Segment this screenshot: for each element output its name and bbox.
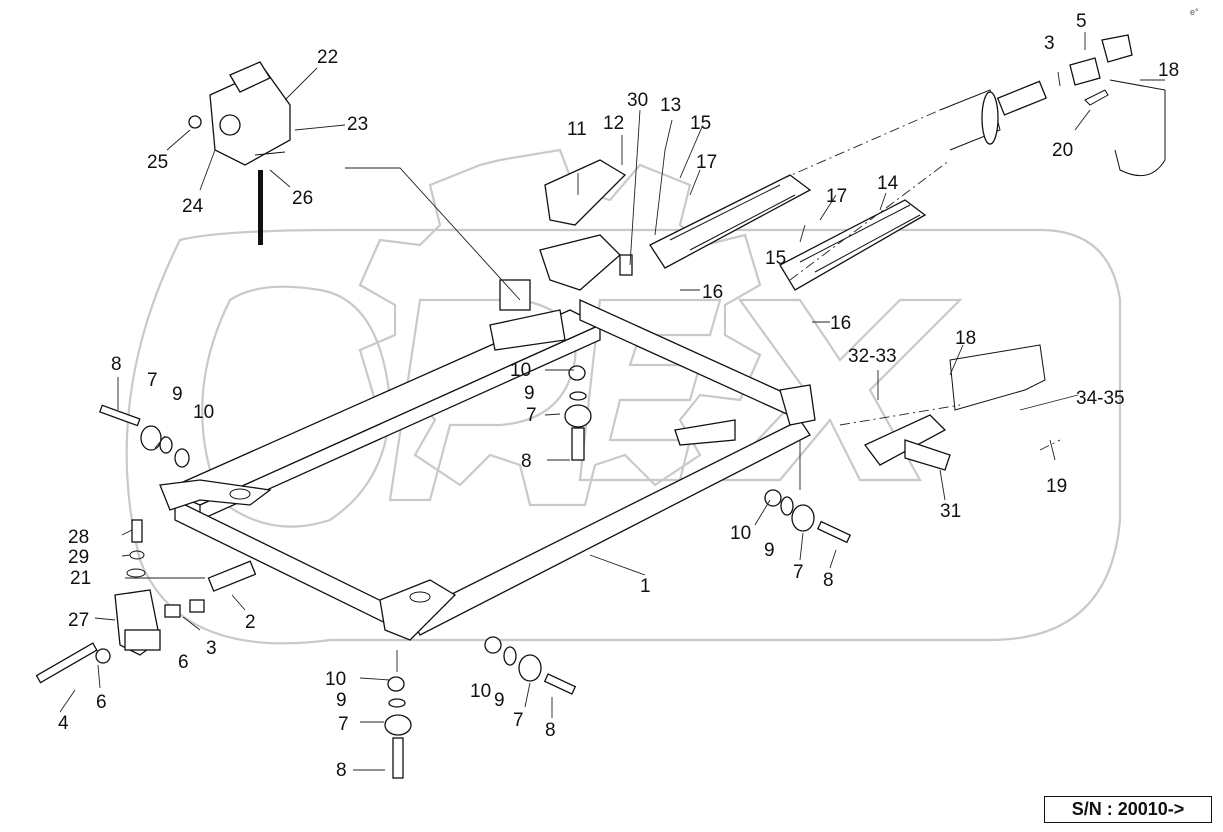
- roller-set-front: [384, 676, 412, 779]
- callout-8-right: 8: [823, 570, 834, 591]
- callout-9-front: 9: [336, 690, 347, 711]
- callout-10-right: 10: [730, 523, 751, 544]
- callout-7-center: 7: [526, 405, 537, 426]
- callout-10-front: 10: [325, 669, 346, 690]
- callout-14: 14: [877, 173, 899, 194]
- serial-number-text: S/N : 20010->: [1071, 799, 1185, 819]
- pump-unit: [188, 61, 291, 245]
- callout-8-front-right: 8: [545, 720, 556, 741]
- chain-guide-assembly: [539, 34, 1166, 291]
- callout-19: 19: [1046, 476, 1067, 497]
- callout-22: 22: [317, 47, 338, 68]
- roller-set-left: [99, 404, 190, 468]
- svg-text:e°: e°: [1190, 7, 1199, 17]
- main-frame-assembly: [159, 279, 816, 641]
- roller-set-center: [564, 365, 592, 461]
- left-bracket-assembly: [35, 519, 257, 684]
- callout-5: 5: [1076, 11, 1087, 32]
- callout-9-right: 9: [764, 540, 775, 561]
- callout-9-left: 9: [172, 384, 183, 405]
- callout-15-upper: 15: [690, 113, 711, 134]
- callout-9-front-right: 9: [494, 690, 505, 711]
- callout-9-center: 9: [524, 383, 535, 404]
- callout-18-lower: 18: [955, 328, 976, 349]
- rear-bracket-assembly: [839, 344, 1061, 471]
- callout-2: 2: [245, 612, 256, 633]
- callout-16-upper: 16: [702, 282, 723, 303]
- callout-1: 1: [640, 576, 651, 597]
- callout-23: 23: [347, 114, 368, 135]
- callout-25: 25: [147, 152, 168, 173]
- callout-26: 26: [292, 188, 313, 209]
- callout-6-lower: 6: [96, 692, 107, 713]
- callout-32-33: 32-33: [848, 346, 897, 367]
- callout-29: 29: [68, 547, 89, 568]
- serial-number-box: S/N : 20010->: [1044, 796, 1212, 823]
- callout-8-center: 8: [521, 451, 532, 472]
- callout-8-left: 8: [111, 354, 122, 375]
- callout-7-right: 7: [793, 562, 804, 583]
- callout-20: 20: [1052, 140, 1073, 161]
- callout-7-front: 7: [338, 714, 349, 735]
- callout-16-lower: 16: [830, 313, 851, 334]
- callout-10-left: 10: [193, 402, 214, 423]
- roller-set-front-right: [484, 636, 577, 695]
- callout-17-lower: 17: [826, 186, 847, 207]
- callout-31: 31: [940, 501, 961, 522]
- callout-28: 28: [68, 527, 89, 548]
- callout-10-front-right: 10: [470, 681, 491, 702]
- callout-labels: 1 2 3 3 4 5 6 6 7 7 7 7 7 8 8 8 8 8 9 9 …: [58, 11, 1179, 781]
- opex-watermark: [125, 148, 1122, 645]
- callout-17-upper: 17: [696, 152, 717, 173]
- callout-27: 27: [68, 610, 89, 631]
- callout-6-upper: 6: [178, 652, 189, 673]
- roller-set-right: [764, 489, 852, 544]
- callout-7-left: 7: [147, 370, 158, 391]
- callout-12: 12: [603, 113, 624, 134]
- callout-15-lower: 15: [765, 248, 786, 269]
- callout-7-front-right: 7: [513, 710, 524, 731]
- callout-3-chain-link: 3: [1044, 33, 1055, 54]
- callout-8-front: 8: [336, 760, 347, 781]
- callout-18-upper: 18: [1158, 60, 1179, 81]
- callout-4: 4: [58, 713, 69, 734]
- callout-24: 24: [182, 196, 204, 217]
- callout-3-left: 3: [206, 638, 217, 659]
- corner-mark-icon: e°: [1190, 7, 1199, 17]
- callout-34-35: 34-35: [1076, 388, 1125, 409]
- callout-11: 11: [567, 119, 587, 140]
- callout-13: 13: [660, 95, 681, 116]
- leader-lines: [59, 32, 1165, 771]
- callout-21: 21: [70, 568, 91, 589]
- callout-30: 30: [627, 90, 648, 111]
- callout-10-center: 10: [510, 360, 531, 381]
